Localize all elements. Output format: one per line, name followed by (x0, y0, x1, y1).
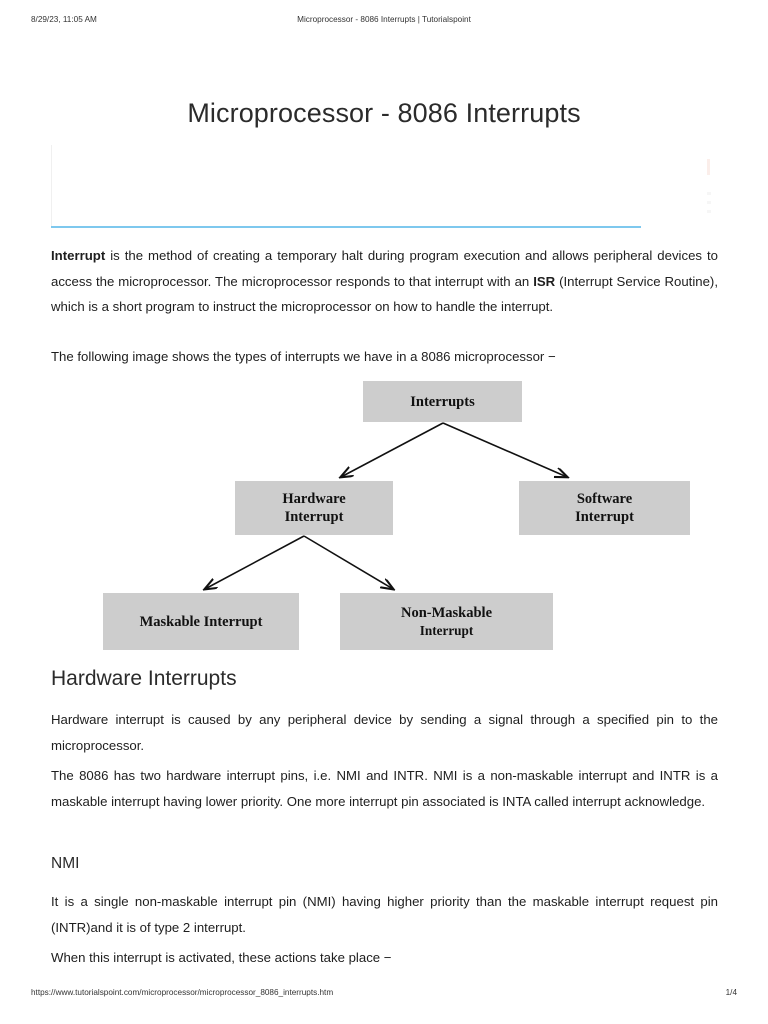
page-title: Microprocessor - 8086 Interrupts (187, 98, 581, 129)
diagram-node-nonmaskable-line1: Non-Maskable (400, 604, 493, 621)
diagram-node-interrupts: Interrupts (363, 381, 522, 422)
heading-hardware-interrupts: Hardware Interrupts (51, 667, 237, 690)
diagram-node-software-line2: Interrupt (575, 509, 634, 525)
print-footer-url: https://www.tutorialspoint.com/microproc… (31, 988, 334, 997)
horizontal-rule (51, 226, 641, 228)
print-header-date: 8/29/23, 11:05 AM (31, 15, 97, 24)
print-footer-page-number: 1/4 (725, 988, 737, 997)
placeholder-mark-4 (707, 210, 711, 213)
placeholder-mark-2 (707, 192, 711, 195)
term-interrupt: Interrupt (51, 248, 106, 263)
paragraph-intro: Interrupt is the method of creating a te… (51, 243, 718, 320)
term-isr: ISR (533, 273, 556, 289)
diagram-node-maskable-interrupt: Maskable Interrupt (103, 593, 299, 650)
ad-placeholder-block (51, 145, 717, 227)
diagram-node-hardware-line1: Hardware (282, 491, 346, 507)
interrupt-types-diagram: Interrupts Hardware Interrupt Software I… (0, 370, 768, 660)
paragraph-nmi-1: It is a single non-maskable interrupt pi… (51, 894, 718, 935)
placeholder-marks (703, 159, 717, 219)
paragraph-intro-part1: is the method of creating a temporary ha… (51, 248, 718, 289)
paragraph-hardware-1: Hardware interrupt is caused by any peri… (51, 712, 718, 753)
paragraph-nmi-2: When this interrupt is activated, these … (51, 950, 392, 965)
diagram-node-software-line1: Software (576, 491, 633, 507)
diagram-node-software-interrupt: Software Interrupt (519, 481, 690, 535)
diagram-node-non-maskable-interrupt: Non-Maskable Interrupt (340, 593, 553, 650)
placeholder-mark-3 (707, 201, 711, 204)
heading-nmi: NMI (51, 855, 80, 872)
print-header: 8/29/23, 11:05 AM Microprocessor - 8086 … (0, 15, 768, 31)
paragraph-image-intro: The following image shows the types of i… (51, 349, 556, 364)
paragraph-hardware-2: The 8086 has two hardware interrupt pins… (51, 768, 718, 809)
diagram-node-hardware-interrupt: Hardware Interrupt (235, 481, 393, 535)
print-footer: https://www.tutorialspoint.com/microproc… (0, 988, 768, 1002)
diagram-node-nonmaskable-line2: Interrupt (419, 622, 474, 638)
placeholder-mark-1 (707, 159, 710, 175)
diagram-connectors (0, 422, 768, 660)
diagram-node-hardware-line2: Interrupt (284, 509, 344, 525)
diagram-node-maskable-label: Maskable Interrupt (139, 613, 263, 630)
diagram-node-interrupts-label: Interrupts (410, 393, 475, 410)
print-header-title: Microprocessor - 8086 Interrupts | Tutor… (297, 15, 471, 24)
paragraph-intro-part2: (Interrupt Service Routine), which is a … (51, 273, 718, 315)
